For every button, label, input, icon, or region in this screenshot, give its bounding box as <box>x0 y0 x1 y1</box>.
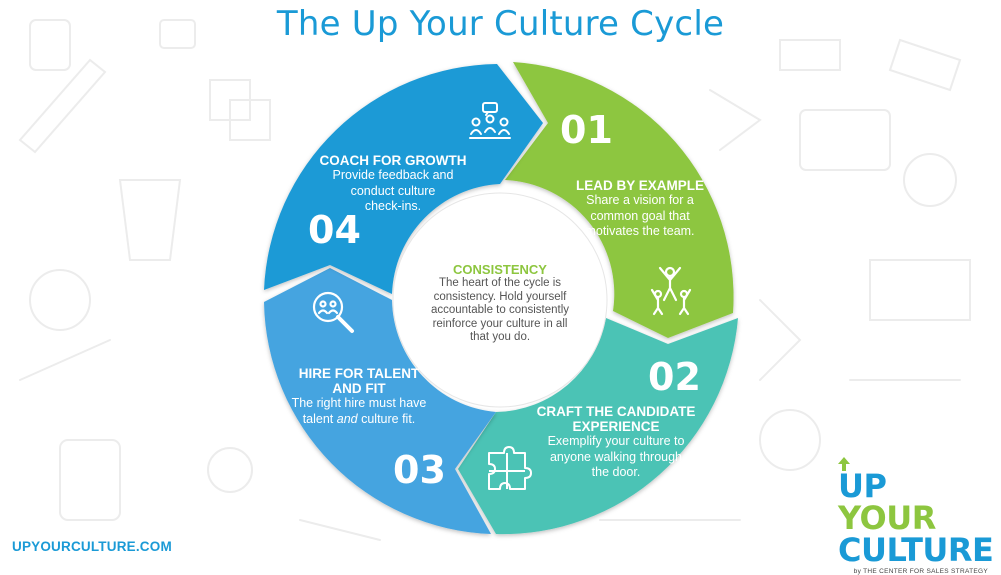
step-03-text: HIRE FOR TALENT AND FIT The right hire m… <box>284 366 434 427</box>
center-heading: CONSISTENCY <box>453 262 547 277</box>
step-01-text: LEAD BY EXAMPLE Share a vision for a com… <box>570 178 710 240</box>
magnifier-people-icon <box>312 291 354 333</box>
step-01-heading: LEAD BY EXAMPLE <box>575 178 705 193</box>
center-line: that you do. <box>469 331 531 343</box>
center-line: accountable to consistently <box>430 304 570 316</box>
logo-culture: CULTURE <box>838 531 994 569</box>
step-03-body-pre: talent <box>302 411 337 426</box>
step-02-heading: EXPERIENCE <box>572 419 660 434</box>
step-02-body-line: anyone walking through <box>549 449 683 464</box>
center-circle <box>393 193 607 407</box>
celebrating-team-icon <box>650 266 692 316</box>
step-number-04: 04 <box>308 208 361 252</box>
center-line: reinforce your culture in all <box>432 317 568 330</box>
step-04-body-line: check-ins. <box>364 199 422 213</box>
center-text: CONSISTENCY The heart of the cycle is co… <box>425 262 575 345</box>
cycle-diagram <box>264 62 738 535</box>
step-02-text: CRAFT THE CANDIDATE EXPERIENCE Exemplify… <box>528 404 704 481</box>
footer-url-link[interactable]: UPYOURCULTURE.COM <box>12 539 172 554</box>
step-01-body-line: motivates the team. <box>585 224 695 238</box>
logo-your: YOUR <box>838 499 936 537</box>
step-03-body-post: culture fit. <box>357 411 416 426</box>
logo-up: UP <box>838 467 887 505</box>
background-doodles <box>18 19 971 541</box>
segment-01 <box>505 62 734 338</box>
center-line: The heart of the cycle is <box>438 277 562 289</box>
step-04-heading: COACH FOR GROWTH <box>319 153 467 168</box>
step-03-heading: AND FIT <box>332 381 386 396</box>
center-line: consistency. Hold yourself <box>433 290 567 303</box>
step-03-body-line: The right hire must have <box>291 396 427 410</box>
step-number-03: 03 <box>393 448 446 492</box>
up-arrow-icon <box>838 457 850 471</box>
step-04-body-line: Provide feedback and <box>332 168 454 182</box>
step-03-body-em: and <box>336 411 358 426</box>
step-03-body-line: talent and culture fit. <box>284 412 434 428</box>
step-01-body-line: common goal that <box>590 208 690 223</box>
step-number-02: 02 <box>648 355 701 399</box>
segment-03 <box>264 268 496 534</box>
page-title: The Up Your Culture Cycle <box>276 4 725 44</box>
up-your-culture-logo: UP YOUR CULTURE by THE CENTER FOR SALES … <box>838 457 994 575</box>
step-02-heading: CRAFT THE CANDIDATE <box>536 404 696 419</box>
puzzle-icon <box>488 446 532 490</box>
meeting-icon <box>469 102 511 139</box>
step-02-body-line: Exemplify your culture to <box>547 434 685 448</box>
step-number-01: 01 <box>560 108 613 152</box>
step-03-heading: HIRE FOR TALENT <box>298 366 420 381</box>
segment-02 <box>458 318 738 535</box>
step-04-body-line: conduct culture <box>350 183 436 198</box>
step-04-text: COACH FOR GROWTH Provide feedback and co… <box>315 153 471 215</box>
logo-top-row: UP YOUR <box>838 470 994 534</box>
step-02-body-line: the door. <box>591 465 641 479</box>
logo-byline: by THE CENTER FOR SALES STRATEGY <box>853 568 988 575</box>
step-01-body-line: Share a vision for a <box>586 193 694 207</box>
